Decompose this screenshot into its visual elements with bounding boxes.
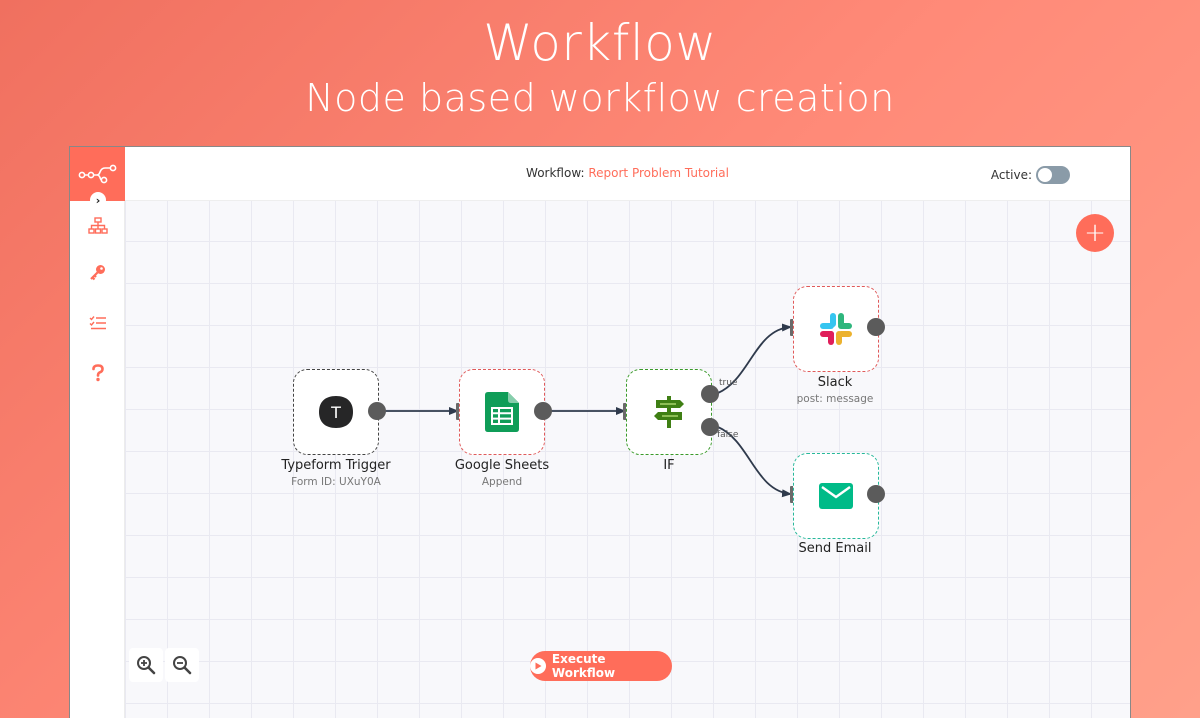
execute-workflow-button[interactable]: Execute Workflow	[530, 651, 672, 681]
network-icon	[88, 217, 108, 234]
node-label-slack: Slack	[817, 375, 853, 390]
branch-true-label: true	[719, 378, 738, 388]
sidebar: ›	[70, 147, 125, 718]
node-subtitle-typeform: Form ID: UXuY0A	[291, 476, 381, 488]
sheets-output-port[interactable]	[534, 402, 552, 420]
node-subtitle-sheets: Append	[481, 476, 523, 488]
app-window: ›	[69, 146, 1131, 718]
node-label-email: Send Email	[798, 541, 872, 556]
add-node-button[interactable]: +	[1076, 214, 1114, 252]
email-icon	[819, 483, 853, 509]
if-false-output-port[interactable]	[701, 418, 719, 436]
toggle-knob	[1038, 168, 1052, 182]
node-subtitle-slack: post: message	[796, 393, 874, 405]
logo-icon	[78, 164, 116, 184]
workflow-canvas[interactable]: + T Typeform Trigger Form ID: UXuY0A Goo…	[125, 201, 1130, 718]
node-slack[interactable]	[793, 286, 879, 372]
edge-if-true-to-slack[interactable]	[717, 323, 792, 394]
zoom-out-button[interactable]	[165, 648, 199, 682]
top-bar: Workflow: Report Problem Tutorial Active…	[125, 147, 1130, 201]
zoom-in-icon	[137, 656, 156, 675]
node-typeform-trigger[interactable]: T	[293, 369, 379, 455]
play-icon	[530, 658, 546, 674]
sidebar-item-executions[interactable]	[87, 312, 109, 334]
active-label: Active:	[990, 168, 1032, 182]
chevron-right-icon: ›	[95, 193, 101, 207]
google-sheets-icon	[485, 392, 519, 432]
sidebar-item-help[interactable]	[87, 362, 109, 384]
node-label-if: IF	[663, 458, 675, 473]
workflow-label: Workflow:	[526, 166, 585, 180]
hero-subtitle: Node based workflow creation	[305, 76, 895, 120]
slack-icon	[820, 313, 852, 345]
plus-icon: +	[1084, 218, 1106, 248]
expand-sidebar-button[interactable]: ›	[90, 192, 106, 208]
workflow-name[interactable]: Report Problem Tutorial	[588, 166, 729, 180]
execute-workflow-label: Execute Workflow	[551, 652, 616, 680]
email-output-port[interactable]	[867, 485, 885, 503]
node-send-email[interactable]	[793, 453, 879, 539]
hero-title: Workflow	[483, 14, 717, 72]
if-true-output-port[interactable]	[701, 385, 719, 403]
typeform-letter: T	[331, 402, 341, 422]
checklist-icon	[89, 316, 106, 330]
connections	[382, 323, 792, 498]
node-label-typeform: Typeform Trigger	[281, 458, 391, 473]
zoom-in-button[interactable]	[129, 648, 163, 682]
sidebar-item-workflows[interactable]	[87, 215, 109, 237]
workflow-title: Workflow: Report Problem Tutorial	[125, 166, 1130, 180]
active-control: Active:	[991, 166, 1070, 184]
help-icon	[92, 364, 104, 382]
edge-if-false-to-email[interactable]	[717, 426, 792, 498]
slack-output-port[interactable]	[867, 318, 885, 336]
branch-false-label: false	[717, 430, 739, 440]
zoom-out-icon	[173, 656, 192, 675]
typeform-output-port[interactable]	[368, 402, 386, 420]
node-label-sheets: Google Sheets	[454, 458, 550, 473]
node-if[interactable]	[626, 369, 712, 455]
signpost-icon	[654, 396, 684, 428]
active-toggle[interactable]	[1036, 166, 1070, 184]
typeform-icon	[319, 396, 353, 428]
key-icon	[90, 265, 105, 281]
sidebar-item-credentials[interactable]	[87, 261, 109, 283]
node-google-sheets[interactable]	[459, 369, 545, 455]
